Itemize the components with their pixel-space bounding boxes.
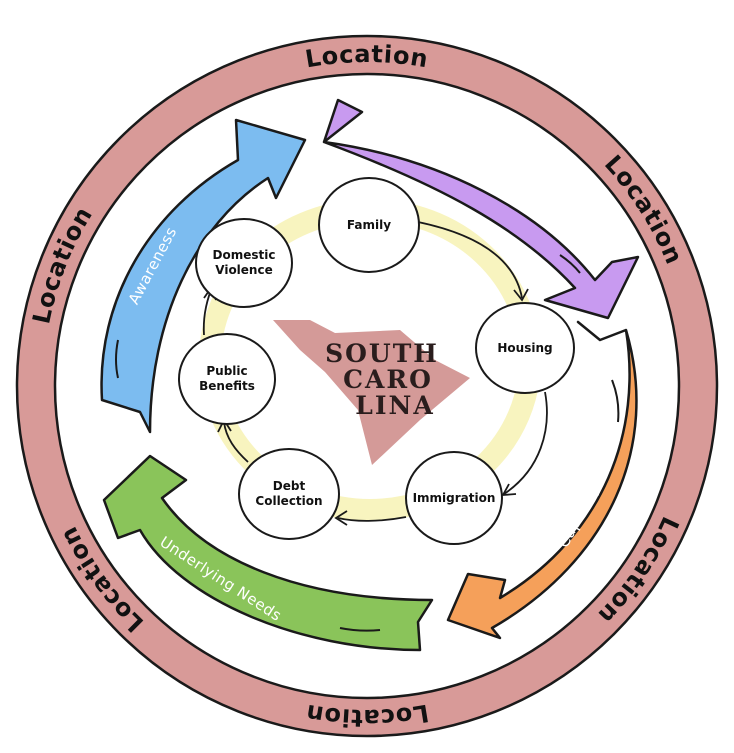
connector-immigration-to-debt-head	[334, 510, 348, 526]
node-housing-bubble	[475, 302, 575, 394]
svg-text:Domestic: Domestic	[213, 248, 276, 262]
cycle-node-family: Family	[318, 177, 420, 273]
svg-text:LINA: LINA	[355, 391, 435, 420]
arrow-capacity-sketch-line	[611, 379, 620, 423]
svg-text:Location: Location	[303, 699, 431, 733]
svg-text:Collection: Collection	[255, 494, 322, 508]
svg-text:Location: Location	[54, 522, 149, 638]
state-label-line-1: SOUTH	[325, 339, 439, 368]
arrow-underlying-needs-shape	[102, 454, 434, 652]
ring-label-bottom: Location	[303, 40, 430, 74]
svg-text:Housing: Housing	[497, 341, 552, 355]
connector-debt-to-public	[223, 421, 249, 463]
ring-label-upper-left: Location	[592, 513, 683, 631]
connector-family-to-housing	[417, 221, 523, 299]
svg-text:Public: Public	[206, 364, 247, 378]
node-domestic-violence-bubble	[195, 218, 293, 308]
ring-label-upper-right: Location	[54, 522, 148, 638]
svg-text:Access: Access	[480, 141, 535, 186]
cycle-node-debt-collection: Debt Collection	[238, 448, 340, 540]
node-housing-label: Housing	[497, 341, 552, 355]
node-family-label: Family	[347, 218, 391, 232]
ring-inner-edge	[53, 72, 681, 700]
connector-immigration-to-debt	[337, 516, 407, 522]
south-carolina-center: SOUTH CARO LINA	[273, 320, 470, 465]
ring-band	[17, 36, 717, 736]
node-debt-collection-line-1: Debt	[273, 479, 306, 493]
cycle-node-housing: Housing	[475, 302, 575, 394]
cycle-node-public-benefits: Public Benefits	[178, 333, 276, 425]
arrow-underlying-needs-sketch-line	[339, 627, 381, 632]
node-domestic-violence-line-2: Violence	[215, 263, 272, 277]
svg-text:Immigration: Immigration	[413, 491, 496, 505]
state-label-line-3: LINA	[355, 391, 435, 420]
south-carolina-shape	[273, 320, 470, 465]
connector-housing-to-immigration-head	[501, 483, 517, 497]
svg-text:CARO: CARO	[343, 365, 433, 394]
svg-text:SOUTH: SOUTH	[325, 339, 439, 368]
arrow-awareness-shape	[100, 118, 307, 434]
node-immigration-bubble	[405, 451, 503, 545]
svg-text:Benefits: Benefits	[199, 379, 255, 393]
ring-label-lower-left: Location	[599, 150, 687, 269]
arrow-capacity-shape	[446, 320, 638, 640]
arrow-access-shape	[322, 98, 640, 320]
cycle-connectors	[202, 221, 548, 526]
arrow-awareness-sketch-line	[115, 339, 119, 379]
svg-text:Violence: Violence	[215, 263, 272, 277]
node-domestic-violence-line-1: Domestic	[213, 248, 276, 262]
svg-text:Debt: Debt	[273, 479, 306, 493]
svg-text:Location: Location	[592, 513, 684, 631]
connector-family-to-housing-head	[513, 288, 529, 302]
node-immigration-label: Immigration	[413, 491, 496, 505]
node-public-benefits-bubble	[178, 333, 276, 425]
svg-text:Location: Location	[599, 150, 688, 269]
arrow-access-label: Access	[480, 141, 535, 186]
cycle-node-domestic-violence: Domestic Violence	[195, 218, 293, 308]
node-debt-collection-bubble	[238, 448, 340, 540]
svg-text:Family: Family	[347, 218, 391, 232]
ring-outer-edge	[15, 34, 719, 738]
cycle-node-immigration: Immigration	[405, 451, 503, 545]
arrow-access-sketch-line	[559, 254, 581, 274]
node-debt-collection-line-2: Collection	[255, 494, 322, 508]
connector-housing-to-immigration	[503, 391, 548, 495]
state-label-line-2: CARO	[343, 365, 433, 394]
ring-label-top: Location	[303, 699, 430, 733]
node-public-benefits-line-1: Public	[206, 364, 247, 378]
outer-location-ring	[15, 34, 719, 738]
node-family-bubble	[318, 177, 420, 273]
svg-text:Location: Location	[303, 40, 431, 74]
node-public-benefits-line-2: Benefits	[199, 379, 255, 393]
